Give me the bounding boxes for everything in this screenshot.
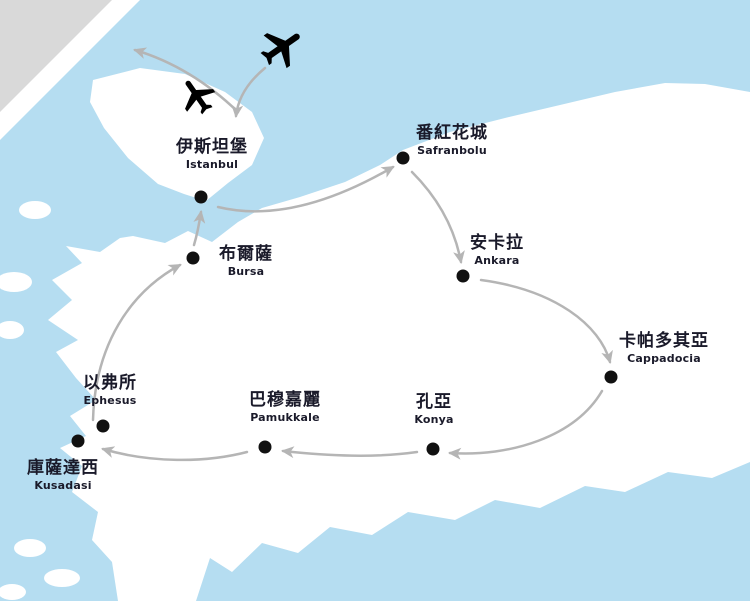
city-marker-pamukkale [258, 440, 272, 454]
city-marker-cappadocia [604, 370, 618, 384]
thrace-landmass [90, 68, 264, 201]
aegean-islands [0, 201, 80, 600]
route-arrow-pamukkale-kusadasi [101, 446, 249, 462]
route-arrow-cappadocia-konya [448, 389, 604, 460]
route-arrow-safranbolu-ankara [410, 170, 465, 264]
route-arrow-istanbul-safranbolu [216, 165, 395, 213]
city-marker-ankara [456, 269, 470, 283]
city-marker-bursa [186, 251, 200, 265]
flight-arrow-departure [133, 47, 240, 114]
city-marker-safranbolu [396, 151, 410, 165]
route-arrow-ankara-cappadocia [479, 278, 613, 364]
route-arrow-bursa-istanbul [192, 210, 206, 247]
route-arrow-kusadasi-bursa [91, 263, 182, 422]
anatolia-landmass [48, 83, 750, 601]
city-marker-istanbul [194, 190, 208, 204]
route-arrow-konya-pamukkale [281, 446, 419, 459]
airplane-icon-large [260, 33, 300, 69]
city-marker-kusadasi [71, 434, 85, 448]
airplane-icon-small [185, 80, 216, 115]
neighbor-landmass [0, 0, 112, 112]
city-marker-ephesus [96, 419, 110, 433]
city-markers [71, 151, 618, 456]
route-arrows [91, 47, 613, 462]
city-marker-konya [426, 442, 440, 456]
flight-arrow-arrival [231, 66, 267, 118]
